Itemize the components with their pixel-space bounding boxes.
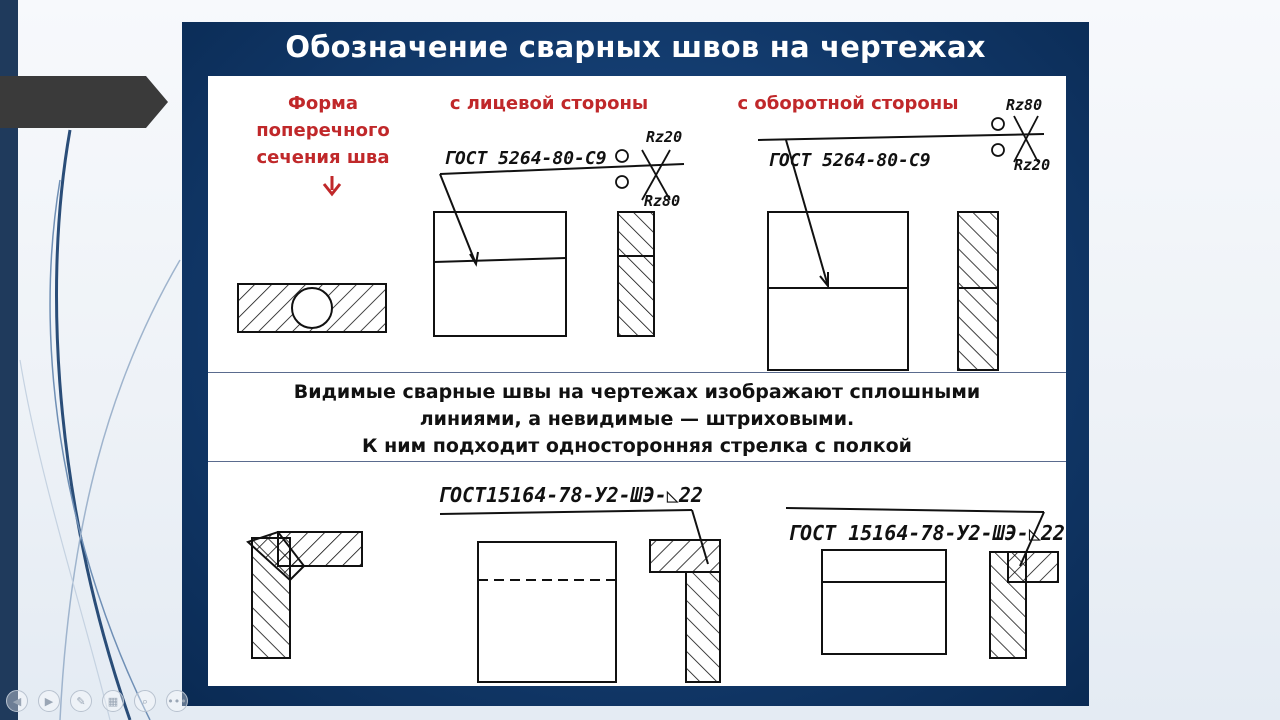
- down-arrow-icon: [322, 176, 342, 197]
- bottom-diagram-panel: ГОСТ15164-78-У2-ШЭ-◺22 ГОСТ 15164-78-У2-…: [208, 462, 1066, 686]
- corner-weld-section: [246, 530, 363, 659]
- rz-label: Rz20: [646, 128, 682, 146]
- decorative-swoosh: [19, 129, 181, 720]
- zoom-icon[interactable]: ⌕: [134, 690, 156, 712]
- rz-label: Rz80: [1006, 96, 1042, 114]
- caption-text: Видимые сварные швы на чертежах изобража…: [208, 379, 1066, 460]
- weld-drawings-top: ГОСТ 5264-80-С9 Rz20 Rz80 ГОСТ 5264-80-С…: [237, 96, 1050, 371]
- caption-line-1: Видимые сварные швы на чертежах изобража…: [293, 381, 981, 403]
- slide: Обозначение сварных швов на чертежах Фор…: [182, 22, 1089, 706]
- heading-front-side: с лицевой стороны: [449, 93, 649, 114]
- weld-cross-section: [237, 283, 387, 333]
- more-icon[interactable]: •••: [166, 690, 188, 712]
- top-diagram-panel: Форма поперечного сечения шва с лицевой …: [208, 76, 1066, 372]
- caption-line-2: линиями, а невидимые — штриховыми.: [419, 408, 855, 430]
- gost-label-front: ГОСТ 5264-80-С9: [444, 148, 607, 169]
- left-accent-bar: [0, 0, 18, 720]
- pen-icon[interactable]: ✎: [70, 690, 92, 712]
- gost-label-bottom-1: ГОСТ15164-78-У2-ШЭ-◺22: [438, 483, 703, 507]
- heading-line-1: Форма: [288, 93, 358, 114]
- presentation-toolbar: ◀ ▶ ✎ ▦ ⌕ •••: [6, 690, 188, 716]
- play-icon[interactable]: ▶: [38, 690, 60, 712]
- visible-weld-drawing: ГОСТ 15164-78-У2-ШЭ-◺22: [785, 507, 1065, 659]
- back-side-drawing: ГОСТ 5264-80-С9 Rz80 Rz20: [757, 96, 1050, 371]
- heading-line-2: поперечного: [256, 120, 390, 141]
- previous-icon[interactable]: ◀: [6, 690, 28, 712]
- rz-label: Rz20: [1014, 156, 1050, 174]
- heading-line-3: сечения шва: [256, 147, 390, 168]
- rz-label: Rz80: [644, 192, 680, 210]
- heading-cross-section: Форма поперечного сечения шва: [238, 90, 408, 171]
- weld-drawings-bottom: ГОСТ15164-78-У2-ШЭ-◺22 ГОСТ 15164-78-У2-…: [246, 483, 1065, 683]
- gost-label-back: ГОСТ 5264-80-С9: [768, 150, 931, 171]
- gost-label-bottom-2: ГОСТ 15164-78-У2-ШЭ-◺22: [788, 521, 1065, 545]
- slides-grid-icon[interactable]: ▦: [102, 690, 124, 712]
- caption-line-3: К ним подходит односторонняя стрелка с п…: [362, 435, 912, 457]
- hidden-weld-drawing: ГОСТ15164-78-У2-ШЭ-◺22: [438, 483, 721, 683]
- slide-title: Обозначение сварных швов на чертежах: [285, 30, 986, 64]
- heading-back-side: с оборотной стороны: [737, 93, 959, 114]
- front-side-drawing: ГОСТ 5264-80-С9 Rz20 Rz80: [433, 128, 685, 337]
- slide-tab-marker: [0, 76, 168, 128]
- caption-panel: Видимые сварные швы на чертежах изобража…: [208, 372, 1066, 462]
